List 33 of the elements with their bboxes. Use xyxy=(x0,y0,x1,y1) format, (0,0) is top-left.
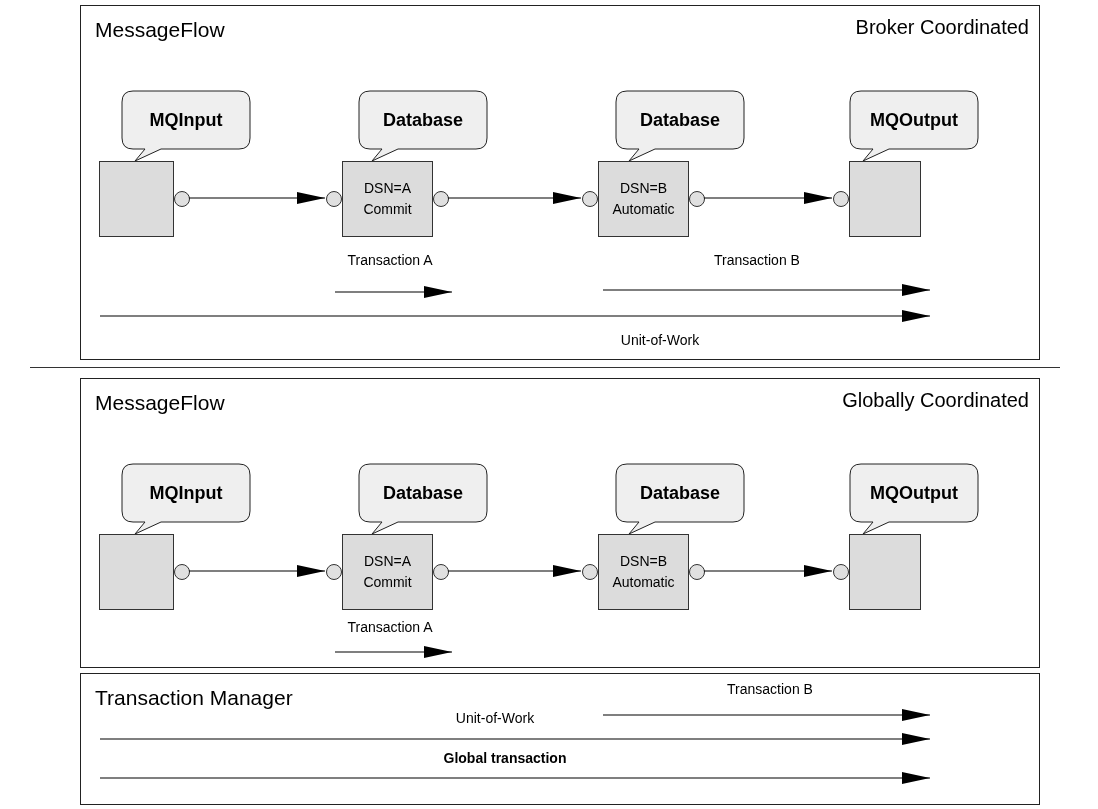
panel-subtitle: Broker Coordinated xyxy=(855,16,1029,39)
arrow xyxy=(447,565,582,577)
panel xyxy=(80,673,1040,805)
panel-title: Transaction Manager xyxy=(95,686,293,710)
arrow xyxy=(188,192,326,204)
node-label: DSN=A Commit xyxy=(362,179,413,219)
arrow-label: Transaction A xyxy=(347,619,433,635)
arrow-label: Transaction B xyxy=(714,252,800,268)
arrow xyxy=(703,565,833,577)
panel xyxy=(80,378,1040,668)
node-label: DSN=B Automatic xyxy=(611,552,676,592)
arrow xyxy=(447,192,582,204)
callout-bubble: Database xyxy=(615,463,745,535)
callout-bubble: MQOutput xyxy=(849,90,979,162)
callout-bubble: MQInput xyxy=(121,463,251,535)
arrow-label: Global transaction xyxy=(443,750,567,766)
callout-bubble: Database xyxy=(358,90,488,162)
callout-bubble: MQInput xyxy=(121,90,251,162)
panel xyxy=(80,5,1040,360)
node-label: DSN=A Commit xyxy=(362,552,413,592)
arrow xyxy=(188,565,326,577)
arrow-label: Transaction B xyxy=(727,681,813,697)
arrow-label: Unit-of-Work xyxy=(455,710,535,726)
panel-title: MessageFlow xyxy=(95,391,225,415)
node-label: DSN=B Automatic xyxy=(611,179,676,219)
callout-bubble: Database xyxy=(358,463,488,535)
arrow-label: Transaction A xyxy=(347,252,433,268)
panel-subtitle: Globally Coordinated xyxy=(842,389,1029,412)
arrow xyxy=(703,192,833,204)
panel-title: MessageFlow xyxy=(95,18,225,42)
arrow-label: Unit-of-Work xyxy=(620,332,700,348)
callout-bubble: MQOutput xyxy=(849,463,979,535)
callout-bubble: Database xyxy=(615,90,745,162)
